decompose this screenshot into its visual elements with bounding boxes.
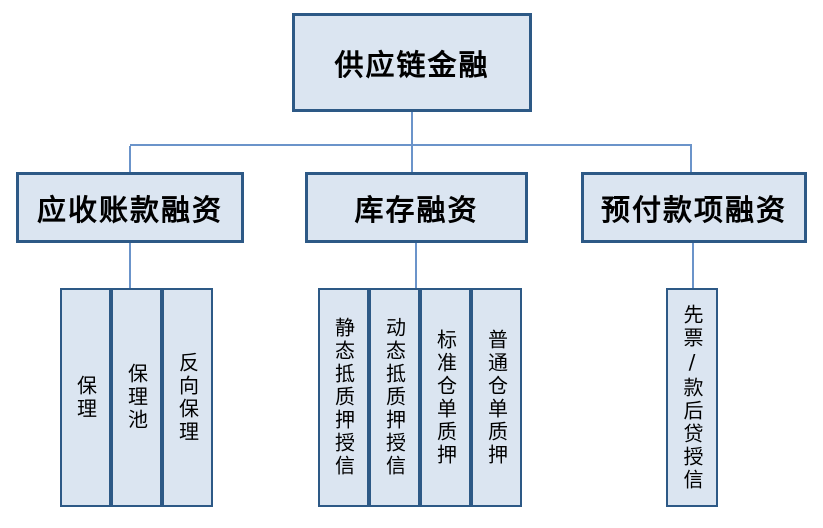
leaf-group-prepayment: 先票/款后贷授信 bbox=[666, 288, 718, 507]
node-label: 预付款项融资 bbox=[600, 192, 787, 227]
node-reverse-factoring: 反向保理 bbox=[162, 288, 213, 507]
node-label: 标准仓单质押 bbox=[433, 328, 458, 467]
node-label: 供应链金融 bbox=[334, 47, 490, 82]
node-label: 保理池 bbox=[124, 363, 149, 432]
node-label: 保理 bbox=[73, 374, 98, 421]
node-label: 应收账款融资 bbox=[36, 192, 223, 227]
connector-branch-3-children bbox=[692, 243, 694, 288]
node-factoring-pool: 保理池 bbox=[111, 288, 162, 507]
node-standard-warehouse-receipt-pledge: 标准仓单质押 bbox=[420, 288, 471, 507]
connector-drop-branch-2 bbox=[411, 146, 413, 172]
connector-root-stem bbox=[411, 112, 413, 146]
connector-drop-branch-1 bbox=[129, 146, 131, 172]
node-prepayment-financing: 预付款项融资 bbox=[581, 172, 807, 243]
connector-horizontal-rail bbox=[130, 144, 692, 146]
connector-branch-1-children bbox=[129, 243, 131, 288]
leaf-group-accounts-receivable: 保理 保理池 反向保理 bbox=[60, 288, 213, 507]
node-label: 静态抵质押授信 bbox=[331, 317, 356, 478]
connector-branch-2-children bbox=[415, 243, 417, 288]
node-label: 反向保理 bbox=[175, 351, 200, 444]
node-label: 先票/款后贷授信 bbox=[680, 303, 704, 492]
node-supply-chain-finance: 供应链金融 bbox=[292, 13, 532, 112]
node-accounts-receivable-financing: 应收账款融资 bbox=[16, 172, 244, 243]
leaf-group-inventory: 静态抵质押授信 动态抵质押授信 标准仓单质押 普通仓单质押 bbox=[318, 288, 522, 507]
node-bill-first-loan-later-credit: 先票/款后贷授信 bbox=[666, 288, 718, 507]
node-inventory-financing: 库存融资 bbox=[305, 172, 528, 243]
node-label: 普通仓单质押 bbox=[484, 328, 509, 467]
node-static-pledge-credit: 静态抵质押授信 bbox=[318, 288, 369, 507]
connector-drop-branch-3 bbox=[690, 146, 692, 172]
node-label: 动态抵质押授信 bbox=[382, 317, 407, 478]
node-ordinary-warehouse-receipt-pledge: 普通仓单质押 bbox=[471, 288, 522, 507]
node-label: 库存融资 bbox=[354, 192, 479, 227]
node-factoring: 保理 bbox=[60, 288, 111, 507]
node-dynamic-pledge-credit: 动态抵质押授信 bbox=[369, 288, 420, 507]
